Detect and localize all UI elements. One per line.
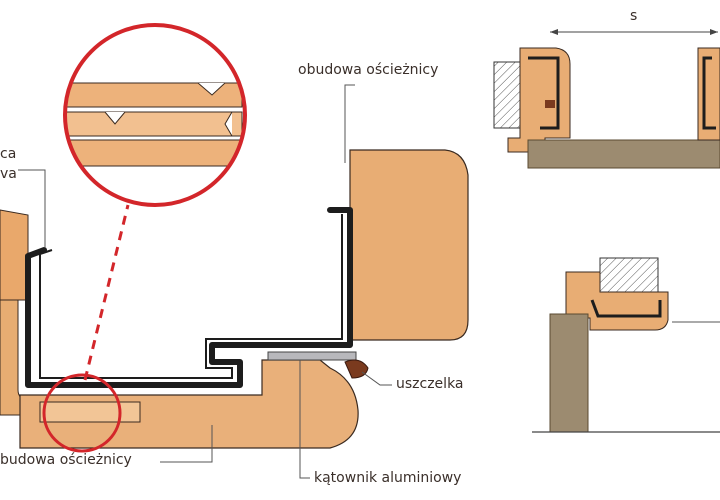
groove-strip bbox=[39, 401, 141, 423]
label-casing-top: obudowa ościeżnicy bbox=[298, 62, 439, 78]
label-dimension-s: s bbox=[630, 8, 638, 24]
callout-dashed-line bbox=[83, 204, 130, 381]
label-left-cut-line2: va bbox=[0, 166, 17, 182]
detail-top-right bbox=[493, 29, 720, 169]
bottom-casing bbox=[19, 359, 359, 449]
leader-left bbox=[18, 169, 46, 248]
aluminium-angle bbox=[267, 351, 357, 361]
leader-angle bbox=[299, 360, 310, 479]
leader-casing-bottom bbox=[160, 425, 213, 463]
magnified-detail bbox=[65, 25, 245, 205]
steel-profile-inner bbox=[39, 214, 343, 379]
label-left-cut-line1: ca bbox=[0, 146, 17, 162]
leader-casing-top bbox=[344, 84, 355, 163]
steel-profile bbox=[25, 207, 353, 388]
leader-seal bbox=[361, 371, 392, 386]
callout-small-circle bbox=[42, 373, 122, 453]
right-casing bbox=[349, 149, 469, 341]
callout-magnifier-circle bbox=[63, 23, 247, 207]
detail-bottom-right bbox=[532, 257, 720, 433]
wall-left-block bbox=[0, 209, 29, 301]
label-aluminium-angle: kątownik aluminiowy bbox=[314, 470, 462, 486]
label-seal: uszczelka bbox=[396, 376, 464, 392]
seal bbox=[344, 359, 369, 379]
label-casing-bottom: budowa ościeżnicy bbox=[0, 452, 132, 468]
